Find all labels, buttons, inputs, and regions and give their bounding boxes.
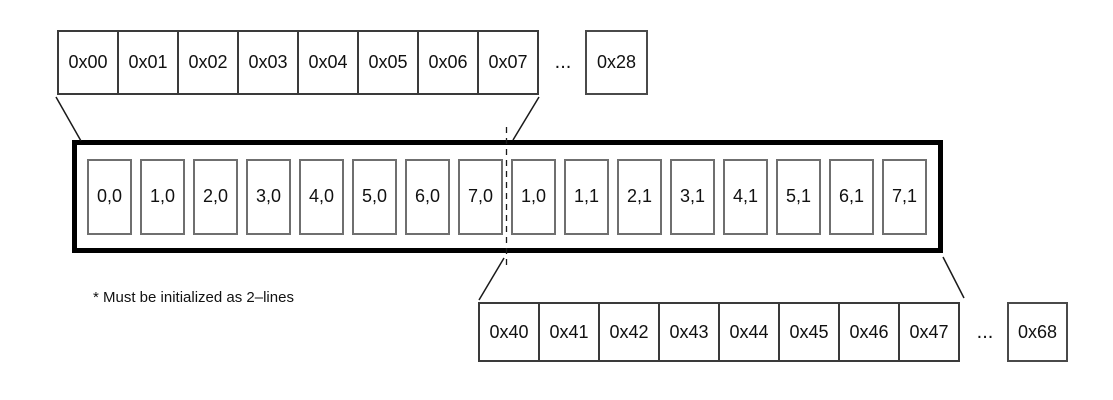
memory-cell: 0x05 [359, 32, 419, 93]
cache-cell: 1,1 [564, 158, 609, 235]
cache-cell: 5,1 [776, 158, 821, 235]
cache-cell: 3,1 [670, 158, 715, 235]
cache-cell: 5,0 [352, 158, 397, 235]
memory-cell: 0x45 [780, 304, 840, 360]
cache-cell: 1,0 [511, 158, 556, 235]
cache-cell: 6,1 [829, 158, 874, 235]
bottom-row-last-cell: 0x68 [1007, 302, 1068, 362]
memory-cell: 0x01 [119, 32, 179, 93]
top-memory-row: 0x00 0x01 0x02 0x03 0x04 0x05 0x06 0x07 [57, 30, 539, 95]
cache-cell: 0,0 [87, 158, 132, 235]
cache-cell: 4,1 [723, 158, 768, 235]
top-row-ellipsis: ... [554, 51, 572, 73]
cache-line-container: 0,0 1,0 2,0 3,0 4,0 5,0 6,0 7,0 1,0 1,1 … [72, 140, 943, 253]
cache-cell: 7,1 [882, 158, 927, 235]
memory-cell: 0x47 [909, 321, 949, 342]
memory-cell: 0x43 [660, 304, 720, 360]
cache-cell: 6,0 [405, 158, 450, 235]
footnote: * Must be initialized as 2–lines [93, 289, 294, 306]
top-row-last-cell: 0x28 [585, 30, 648, 95]
cache-cell: 3,0 [246, 158, 291, 235]
connector-top-left [55, 96, 82, 142]
memory-cell: 0x03 [239, 32, 299, 93]
memory-cell: 0x44 [720, 304, 780, 360]
memory-cell: 0x02 [179, 32, 239, 93]
memory-cell: 0x41 [540, 304, 600, 360]
connector-bottom-left [478, 257, 505, 301]
bottom-memory-row: 0x40 0x41 0x42 0x43 0x44 0x45 0x46 0x47 [478, 302, 960, 362]
bottom-row-ellipsis: ... [976, 320, 994, 343]
cache-cell: 4,0 [299, 158, 344, 235]
memory-cell: 0x46 [840, 304, 900, 360]
memory-cell: 0x06 [419, 32, 479, 93]
connector-bottom-right [942, 256, 965, 299]
cache-cell: 1,0 [140, 158, 185, 235]
cache-cell: 2,0 [193, 158, 238, 235]
connector-top-right [512, 96, 540, 141]
memory-cell: 0x40 [480, 304, 540, 360]
memory-cell: 0x04 [299, 32, 359, 93]
cache-cell: 2,1 [617, 158, 662, 235]
memory-cell: 0x07 [488, 52, 528, 72]
cache-cell: 7,0 [458, 158, 503, 235]
memory-cell: 0x42 [600, 304, 660, 360]
memory-cell: 0x00 [59, 32, 119, 93]
